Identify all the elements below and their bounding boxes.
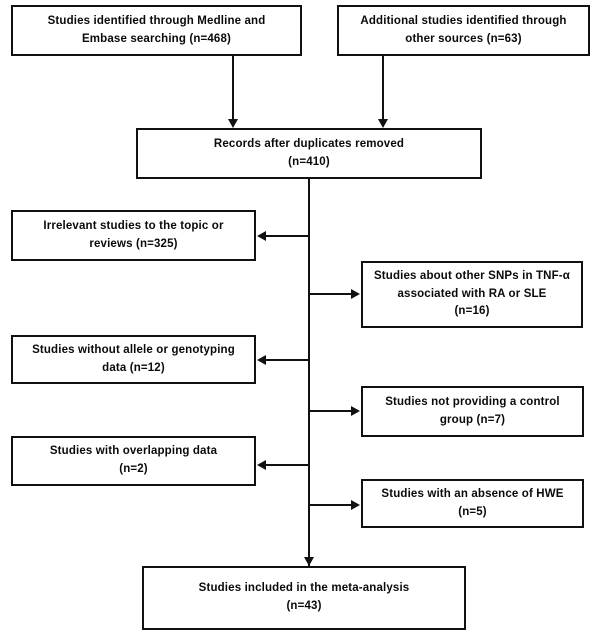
node-source-medline[interactable]: Studies identified through Medline and E… xyxy=(11,5,302,56)
node-source-other-label: Additional studies identified through ot… xyxy=(360,14,567,45)
node-exclude-overlapping[interactable]: Studies with overlapping data (n=2) xyxy=(11,436,256,486)
node-exclude-irrelevant-label: Irrelevant studies to the topic or revie… xyxy=(43,219,224,250)
node-exclude-no-control-group[interactable]: Studies not providing a control group (n… xyxy=(361,386,584,437)
node-exclude-overlapping-label: Studies with overlapping data (n=2) xyxy=(49,445,218,475)
connector-spine-to-other-snps xyxy=(310,293,352,295)
node-exclude-other-snps[interactable]: Studies about other SNPs in TNF-α associ… xyxy=(361,261,583,328)
node-exclude-no-hwe[interactable]: Studies with an absence of HWE (n=5) xyxy=(361,479,584,528)
node-source-medline-label: Studies identified through Medline and E… xyxy=(47,14,266,45)
connector-spine-to-no-allele-data xyxy=(266,359,309,361)
arrow-spine-to-included xyxy=(304,557,314,566)
connector-spine-to-no-hwe xyxy=(310,504,352,506)
arrow-spine-to-no-hwe xyxy=(351,500,360,510)
arrow-spine-to-overlapping xyxy=(257,460,266,470)
node-exclude-no-control-group-label: Studies not providing a control group (n… xyxy=(385,395,560,426)
node-exclude-other-snps-label: Studies about other SNPs in TNF-α associ… xyxy=(373,269,571,318)
arrow-medline-to-records xyxy=(228,119,238,128)
connector-spine-to-irrelevant xyxy=(266,235,309,237)
node-included-final[interactable]: Studies included in the meta-analysis (n… xyxy=(142,566,466,630)
node-exclude-irrelevant[interactable]: Irrelevant studies to the topic or revie… xyxy=(11,210,256,261)
connector-other-to-records xyxy=(382,56,384,120)
node-exclude-no-allele-data-label: Studies without allele or genotyping dat… xyxy=(32,343,235,374)
node-included-final-label: Studies included in the meta-analysis (n… xyxy=(198,582,410,612)
connector-medline-to-records xyxy=(232,56,234,120)
arrow-spine-to-no-control-group xyxy=(351,406,360,416)
arrow-spine-to-other-snps xyxy=(351,289,360,299)
arrow-other-to-records xyxy=(378,119,388,128)
arrow-spine-to-irrelevant xyxy=(257,231,266,241)
node-source-other[interactable]: Additional studies identified through ot… xyxy=(337,5,590,56)
main-spine xyxy=(308,179,310,567)
node-records-deduplicated-label: Records after duplicates removed (n=410) xyxy=(213,137,405,168)
connector-spine-to-no-control-group xyxy=(310,410,352,412)
node-records-deduplicated[interactable]: Records after duplicates removed (n=410) xyxy=(136,128,482,179)
arrow-spine-to-no-allele-data xyxy=(257,355,266,365)
connector-spine-to-overlapping xyxy=(266,464,309,466)
node-exclude-no-hwe-label: Studies with an absence of HWE (n=5) xyxy=(381,487,564,518)
node-exclude-no-allele-data[interactable]: Studies without allele or genotyping dat… xyxy=(11,335,256,384)
